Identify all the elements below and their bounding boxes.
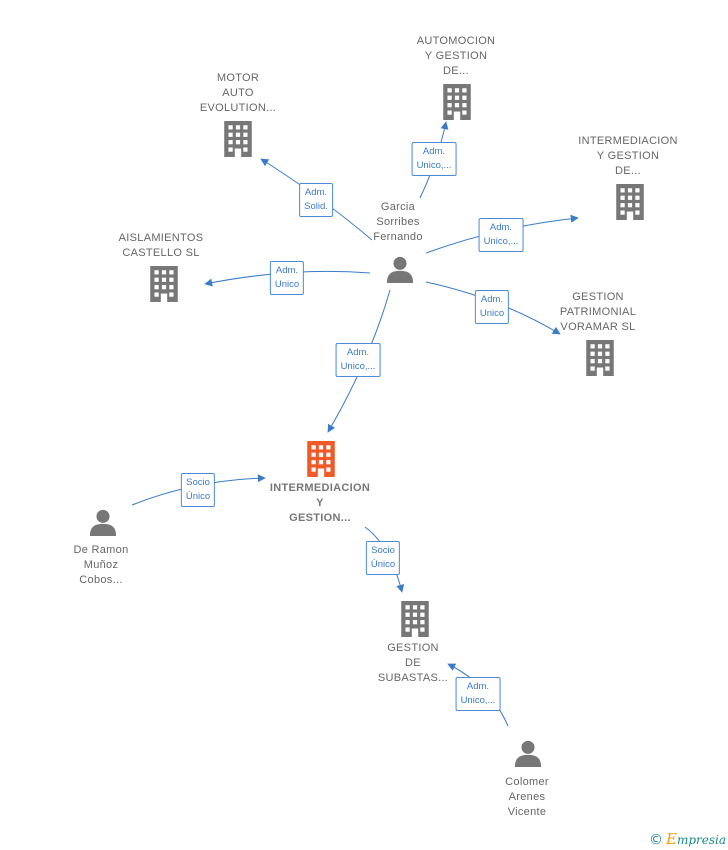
node-label-main-company[interactable]: INTERMEDIACION Y GESTION...: [269, 482, 371, 524]
edge-label-main-subastas[interactable]: Socio Único: [365, 541, 401, 575]
brand-logo[interactable]: ©Empresia: [649, 830, 726, 848]
edge-label-garcia-motor[interactable]: Adm. Solid.: [299, 183, 333, 217]
building-icon[interactable]: [401, 601, 429, 637]
edge-label-garcia-main[interactable]: Adm. Unico,...: [335, 343, 381, 377]
person-icon[interactable]: [514, 740, 542, 767]
building-icon[interactable]: [224, 121, 252, 157]
building-icon[interactable]: [443, 84, 471, 120]
node-label-colomer[interactable]: Colomer Arenes Vicente: [505, 776, 549, 818]
brand-name: mpresia: [676, 833, 726, 847]
person-icon[interactable]: [89, 509, 117, 536]
node-label-de-ramon[interactable]: De Ramon Muñoz Cobos...: [73, 544, 129, 586]
copyright-icon: ©: [648, 832, 663, 848]
node-label-motor-auto[interactable]: MOTOR AUTO EVOLUTION...: [199, 72, 277, 114]
building-icon[interactable]: [616, 184, 644, 220]
edge-label-garcia-aislamientos[interactable]: Adm. Unico: [269, 261, 305, 295]
edge-label-garcia-intermediacion[interactable]: Adm. Unico,...: [478, 218, 524, 252]
node-label-garcia[interactable]: Garcia Sorribes Fernando: [373, 201, 423, 243]
node-label-intermediacion-gestion-de[interactable]: INTERMEDIACION Y GESTION DE...: [578, 135, 678, 177]
building-icon[interactable]: [150, 266, 178, 302]
building-icon[interactable]: [586, 340, 614, 376]
edge-label-garcia-automocion[interactable]: Adm. Unico,...: [411, 142, 457, 176]
brand-initial: E: [665, 830, 677, 848]
edge-label-colomer-subastas[interactable]: Adm. Unico,...: [455, 677, 501, 711]
person-icon[interactable]: [386, 256, 414, 283]
building-icon[interactable]: [307, 441, 335, 477]
edge-label-garcia-gestion-patrimonial[interactable]: Adm. Unico: [474, 290, 510, 324]
node-label-automocion[interactable]: AUTOMOCION Y GESTION DE...: [416, 35, 496, 77]
node-label-gestion-subastas[interactable]: GESTION DE SUBASTAS...: [377, 642, 449, 684]
node-label-aislamientos[interactable]: AISLAMIENTOS CASTELLO SL: [118, 232, 204, 259]
edge-label-deramon-main[interactable]: Socio Único: [180, 473, 216, 507]
node-label-gestion-patrimonial[interactable]: GESTION PATRIMONIAL VORAMAR SL: [559, 291, 637, 333]
